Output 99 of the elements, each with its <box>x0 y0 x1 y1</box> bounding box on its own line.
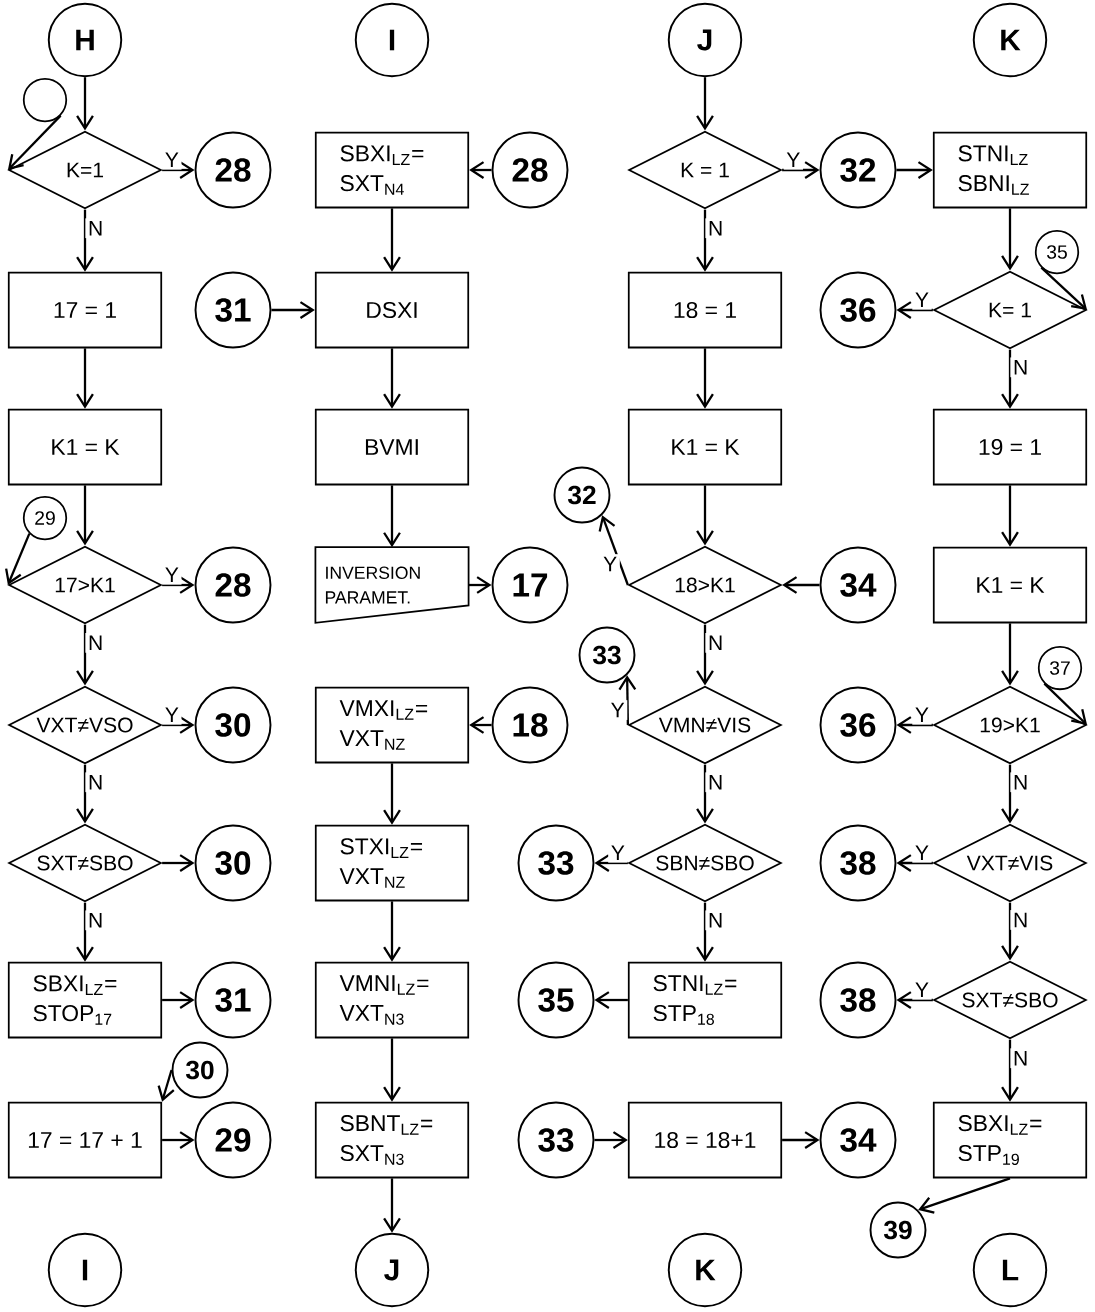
arrow <box>696 485 714 546</box>
process-box: SBXI$_{LZ}$= SXT$_{N4}$ <box>314 131 470 209</box>
edge-label: Y <box>607 700 628 720</box>
arrow <box>696 209 714 272</box>
process-box: 17 = 17 + 1 <box>7 1101 163 1179</box>
arrow <box>1001 1039 1019 1102</box>
arrow <box>383 1038 401 1102</box>
edge-label: N <box>1010 1048 1031 1069</box>
process-box: STNI$_{LZ}$ SBNI$_{LZ}$ <box>932 131 1088 209</box>
arrow <box>76 624 94 686</box>
arrow <box>469 716 492 734</box>
process-box: STNI$_{LZ}$= STP$_{18}$ <box>627 961 783 1039</box>
edge-label: N <box>85 772 106 793</box>
edge-label: N <box>1010 357 1031 378</box>
arrow <box>162 161 195 179</box>
edge-label: N <box>1010 910 1031 930</box>
arrow <box>594 1131 628 1149</box>
process-box: 18 = 18+1 <box>627 1101 783 1179</box>
process-box: 18 = 1 <box>627 271 783 349</box>
arrow <box>383 1178 401 1233</box>
edge-label: Y <box>912 979 932 1000</box>
arrow <box>157 1069 175 1102</box>
edge-label: Y <box>600 554 620 574</box>
arrow <box>76 902 94 962</box>
arrow <box>896 301 933 319</box>
arrow <box>696 902 714 962</box>
arrow <box>696 624 714 686</box>
manual-input-box: INVERSION PARAMET. <box>314 546 470 624</box>
arrow <box>594 854 628 872</box>
edge-label: N <box>705 910 726 931</box>
edge-label: Y <box>162 149 182 170</box>
edge-label: Y <box>912 704 932 725</box>
edge-label: Y <box>162 704 182 725</box>
arrow <box>696 348 714 409</box>
process-box: STXI$_{LZ}$= VXT$_{NZ}$ <box>314 824 470 902</box>
edge-label: Y <box>162 564 182 585</box>
arrow <box>782 1131 820 1149</box>
process-box: SBXI$_{LZ}$= STOP$_{17}$ <box>7 961 163 1039</box>
process-box: VMXI$_{LZ}$= VXT$_{NZ}$ <box>314 686 470 764</box>
arrow <box>383 763 401 825</box>
arrow <box>598 515 629 586</box>
arrow <box>469 161 492 179</box>
arrow <box>383 208 401 272</box>
arrow <box>594 991 628 1009</box>
edge-label: N <box>85 910 106 931</box>
arrow <box>1001 764 1019 824</box>
edge-label: N <box>1010 772 1031 793</box>
arrow <box>1001 349 1019 409</box>
process-box: SBNT$_{LZ}$= SXT$_{N3}$ <box>314 1101 470 1179</box>
arrow <box>76 348 94 409</box>
arrow <box>1001 208 1019 271</box>
arrow <box>896 991 933 1009</box>
arrow <box>782 161 820 179</box>
edge-label: Y <box>608 842 628 863</box>
edge-label: N <box>705 772 726 793</box>
arrow <box>5 533 31 585</box>
arrow <box>162 716 195 734</box>
arrow <box>782 576 820 594</box>
edge-label: Y <box>783 149 803 170</box>
edge-label: N <box>705 218 726 239</box>
arrow <box>896 716 933 734</box>
process-box: K1 = K <box>932 546 1088 624</box>
arrow <box>696 764 714 824</box>
arrow <box>383 348 401 409</box>
arrow <box>162 1131 195 1149</box>
arrow <box>918 1177 1011 1214</box>
edge-label: N <box>705 632 726 653</box>
process-box: K1 = K <box>7 408 163 486</box>
process-box: SBXI$_{LZ}$= STP$_{19}$ <box>932 1101 1088 1179</box>
arrow <box>162 854 195 872</box>
arrow <box>1001 623 1019 686</box>
arrow <box>162 576 195 594</box>
process-box: VMNI$_{LZ}$= VXT$_{N3}$ <box>314 961 470 1039</box>
edge-label: N <box>85 632 106 653</box>
connector-circle <box>22 77 68 123</box>
process-box: BVMI <box>314 408 470 486</box>
arrow <box>896 161 933 179</box>
arrow <box>468 576 492 594</box>
arrow <box>76 77 94 131</box>
arrow <box>383 485 401 548</box>
arrow <box>76 764 94 824</box>
arrow <box>618 675 637 726</box>
arrow <box>696 77 714 131</box>
arrow <box>383 901 401 962</box>
arrow <box>76 209 94 272</box>
process-box: DSXI <box>314 271 470 349</box>
arrow <box>1001 485 1019 547</box>
arrow <box>76 485 94 546</box>
arrow <box>896 854 933 872</box>
process-box: 17 = 1 <box>7 271 163 349</box>
arrow <box>271 301 315 319</box>
edge-label: Y <box>912 842 932 863</box>
arrow <box>1001 902 1019 961</box>
edge-label: N <box>85 218 106 239</box>
edge-label: Y <box>912 289 932 310</box>
arrow <box>7 114 62 170</box>
arrow <box>162 991 195 1009</box>
process-box: 19 = 1 <box>932 408 1088 486</box>
process-box: K1 = K <box>627 408 783 486</box>
